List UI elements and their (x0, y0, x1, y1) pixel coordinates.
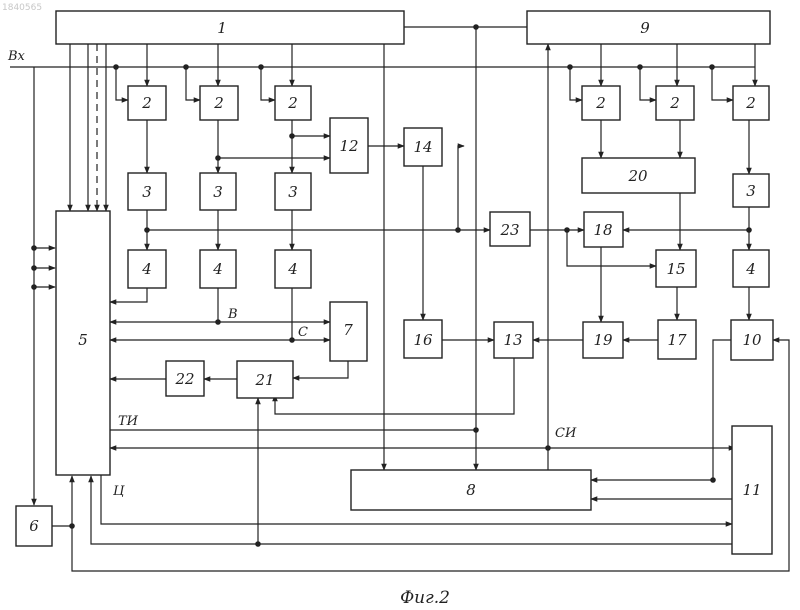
svg-text:11: 11 (742, 481, 761, 499)
block-3-b: 3 (200, 173, 236, 210)
block-11: 11 (732, 426, 772, 554)
svg-text:3: 3 (746, 182, 756, 200)
block-3-c: 3 (275, 173, 311, 210)
block-9: 9 (527, 11, 770, 44)
block-20: 20 (582, 158, 695, 193)
figure-caption: Фиг.2 (400, 588, 450, 608)
ts-signal-label: Ц (113, 484, 125, 499)
block-2-d: 2 (582, 86, 620, 120)
block-5: 5 (56, 211, 110, 475)
block-16: 16 (404, 320, 442, 358)
block-14: 14 (404, 128, 442, 166)
svg-text:4: 4 (212, 260, 223, 278)
svg-text:2: 2 (213, 94, 224, 112)
svg-text:3: 3 (142, 183, 152, 201)
svg-text:3: 3 (213, 183, 223, 201)
b-signal-label: В (227, 307, 238, 322)
svg-text:2: 2 (669, 94, 680, 112)
svg-text:13: 13 (503, 331, 522, 349)
block-23: 23 (490, 212, 530, 246)
block-4-a: 4 (128, 250, 166, 288)
block-13: 13 (494, 322, 533, 358)
svg-text:22: 22 (174, 370, 194, 388)
svg-text:5: 5 (78, 331, 88, 349)
block-4-c: 4 (275, 250, 311, 288)
svg-text:3: 3 (288, 183, 298, 201)
block-4-d: 4 (733, 250, 769, 287)
svg-text:15: 15 (666, 260, 685, 278)
svg-text:18: 18 (593, 221, 612, 239)
svg-text:16: 16 (413, 331, 433, 349)
svg-text:17: 17 (667, 331, 687, 349)
si-signal-label: СИ (555, 426, 577, 441)
block-10: 10 (731, 320, 773, 360)
block-6: 6 (16, 506, 52, 546)
svg-text:20: 20 (627, 167, 648, 185)
svg-text:1: 1 (217, 19, 227, 37)
svg-text:23: 23 (499, 221, 519, 239)
svg-text:4: 4 (141, 260, 152, 278)
block-3-d: 3 (733, 174, 769, 207)
svg-text:10: 10 (742, 331, 762, 349)
doc-number: 1840565 (2, 3, 42, 13)
svg-text:21: 21 (254, 371, 274, 389)
svg-text:7: 7 (343, 321, 353, 339)
block-15: 15 (656, 250, 696, 287)
svg-text:2: 2 (745, 94, 756, 112)
svg-text:19: 19 (593, 331, 613, 349)
block-2-a: 2 (128, 86, 166, 120)
block-1: 1 (56, 11, 404, 44)
block-2-c: 2 (275, 86, 311, 120)
block-2-b: 2 (200, 86, 238, 120)
block-7: 7 (330, 302, 367, 361)
svg-text:14: 14 (413, 138, 432, 156)
svg-text:2: 2 (595, 94, 606, 112)
svg-text:4: 4 (287, 260, 298, 278)
block-21: 21 (237, 361, 293, 398)
svg-text:8: 8 (466, 481, 476, 499)
block-2-f: 2 (733, 86, 769, 120)
svg-text:2: 2 (141, 94, 152, 112)
block-4-b: 4 (200, 250, 236, 288)
block-8: 8 (351, 470, 591, 510)
c-signal-label: С (298, 325, 308, 340)
ti-signal-label: ТИ (118, 414, 139, 429)
block-22: 22 (166, 361, 204, 396)
svg-text:2: 2 (287, 94, 298, 112)
svg-text:9: 9 (640, 19, 650, 37)
block-12: 12 (330, 118, 368, 173)
block-2-e: 2 (656, 86, 694, 120)
block-19: 19 (583, 322, 623, 358)
svg-text:6: 6 (29, 517, 39, 535)
block-3-a: 3 (128, 173, 166, 210)
svg-text:12: 12 (339, 137, 358, 155)
input-signal-label: Вх (7, 49, 26, 64)
block-18: 18 (584, 212, 623, 247)
block-17: 17 (658, 320, 696, 359)
svg-text:4: 4 (745, 260, 756, 278)
